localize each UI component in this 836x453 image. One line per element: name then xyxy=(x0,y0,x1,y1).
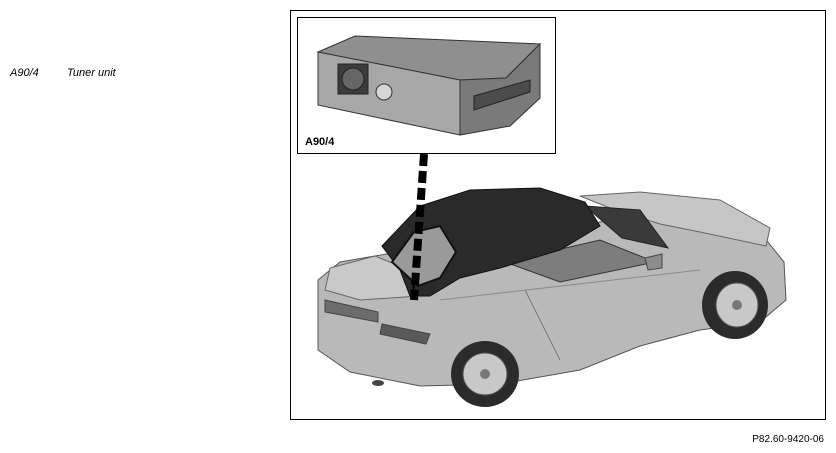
rear-window xyxy=(390,224,458,288)
inset-label: A90/4 xyxy=(305,136,335,148)
rear-wheel xyxy=(451,341,519,407)
figure-reference: P82.60-9420-06 xyxy=(752,434,824,445)
front-wheel xyxy=(702,271,768,339)
legend-description: Tuner unit xyxy=(67,67,116,79)
leader-line xyxy=(410,153,428,301)
legend-code: A90/4 xyxy=(10,67,39,79)
